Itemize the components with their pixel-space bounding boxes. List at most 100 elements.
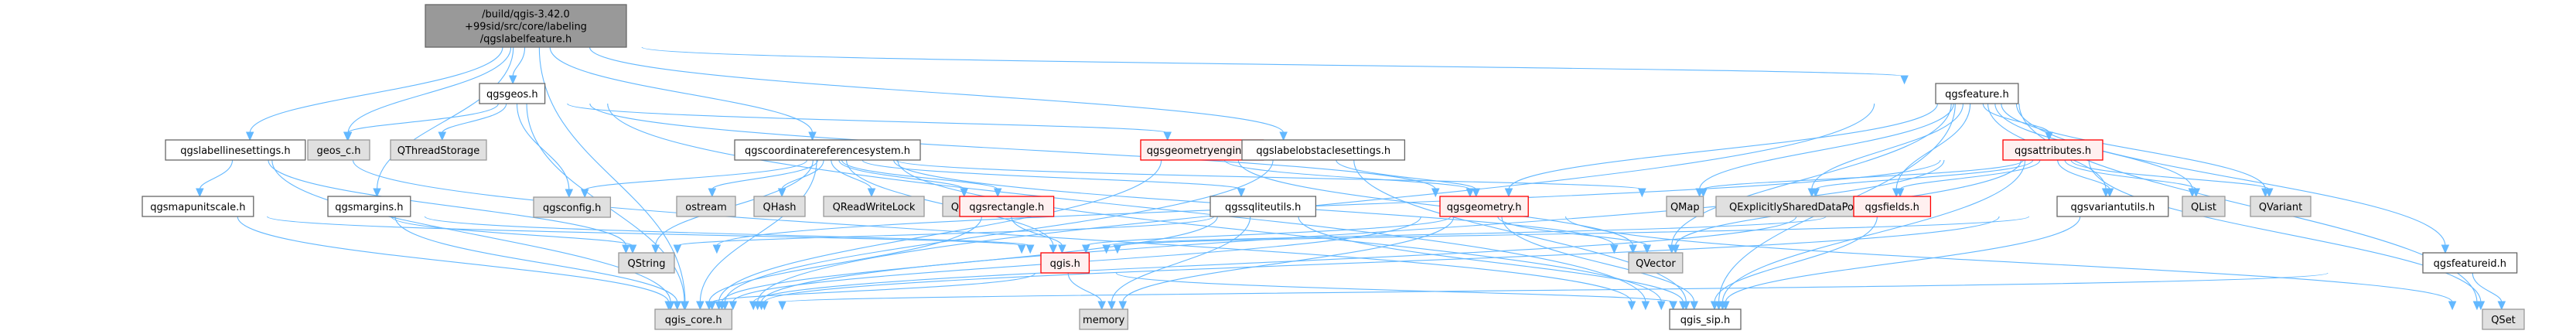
node-box xyxy=(1935,83,2019,104)
arrowhead-icon xyxy=(1504,188,1513,198)
node-label: /build/qgis-3.42.0 xyxy=(482,9,570,21)
edge-qgsfields-to-qgis xyxy=(1106,216,1827,247)
node-box xyxy=(533,196,612,218)
node-box xyxy=(2002,139,2103,161)
node-label: qgsgeometry.h xyxy=(1447,202,1522,213)
node-label: qgsrectangle.h xyxy=(969,202,1044,213)
graph-node-qgsfeatureid[interactable]: qgsfeatureid.h xyxy=(2422,252,2518,274)
arrowhead-icon xyxy=(708,188,717,198)
edge-qgsfeature-to-qmap xyxy=(1699,103,1954,190)
edge-root-to-qgsmargins xyxy=(376,46,514,190)
node-label: qgsvariantutils.h xyxy=(2070,202,2155,213)
arrowhead-icon xyxy=(1163,131,1172,141)
graph-node-qhash: QHash xyxy=(753,196,806,217)
node-box xyxy=(1210,196,1317,217)
edge-qgsfeature-to-qgsfeatureid xyxy=(2015,103,2446,247)
arrowhead-icon xyxy=(1237,188,1246,198)
graph-node-qgis_sip[interactable]: qgis_sip.h xyxy=(1669,308,1742,330)
arrowhead-icon xyxy=(760,301,769,311)
edge-qgsgeos-to-qgsgeometryengine xyxy=(567,103,1169,134)
arrowhead-icon xyxy=(960,188,968,198)
graph-node-geos_c: geos_c.h xyxy=(307,139,370,161)
graph-node-qgsmargins[interactable]: qgsmargins.h xyxy=(327,196,411,217)
arrowhead-icon xyxy=(1472,188,1480,198)
arrowhead-icon xyxy=(622,244,630,254)
node-label: qgsfeatureid.h xyxy=(2434,258,2506,270)
graph-node-root[interactable]: /build/qgis-3.42.0+99sid/src/core/labeli… xyxy=(425,4,627,48)
graph-node-qgis[interactable]: qgis.h xyxy=(1040,252,1090,274)
graph-node-qgslabelobstaclesettings[interactable]: qgslabelobstaclesettings.h xyxy=(1241,139,1406,161)
node-box xyxy=(1853,196,1932,217)
edge-qgscrs-to-qgsconfig xyxy=(584,159,808,191)
arrowhead-icon xyxy=(651,244,660,254)
edge-qgsfeature-to-qesdp xyxy=(1811,103,1964,190)
arrowhead-icon xyxy=(1279,131,1288,141)
edge-qgsrectangle-to-qgis xyxy=(1011,216,1063,247)
graph-node-qgsvariantutils[interactable]: qgsvariantutils.h xyxy=(2056,196,2169,217)
graph-node-qgslabellinesettings[interactable]: qgslabellinesettings.h xyxy=(165,139,306,161)
node-label: ostream xyxy=(685,202,727,213)
node-box xyxy=(425,4,627,48)
node-label: QList xyxy=(2191,202,2216,213)
node-box xyxy=(676,196,736,217)
edge-root-to-qgslabellinesettings xyxy=(249,46,503,134)
arrowhead-icon xyxy=(1118,301,1128,311)
edge-qgsattributes-to-qesdp xyxy=(1815,159,2034,190)
arrowhead-icon xyxy=(1102,244,1111,254)
arrowhead-icon xyxy=(1671,244,1680,254)
node-box xyxy=(753,196,806,217)
arrowhead-icon xyxy=(778,301,786,311)
node-box xyxy=(2056,196,2169,217)
node-label: QVariant xyxy=(2259,202,2302,213)
edge-qgsgeos-to-qthreadstorage xyxy=(442,103,507,134)
graph-node-qgsattributes[interactable]: qgsattributes.h xyxy=(2002,139,2103,161)
graph-node-qgsmapunitscale[interactable]: qgsmapunitscale.h xyxy=(142,196,254,217)
node-box xyxy=(2482,308,2525,330)
arrowhead-icon xyxy=(749,301,758,311)
arrowhead-icon xyxy=(673,244,682,254)
edge-qgssqliteutils-to-qgis_core xyxy=(721,216,1218,303)
graph-node-qgsconfig: qgsconfig.h xyxy=(533,196,612,218)
node-box xyxy=(823,196,925,217)
graph-node-qgssqliteutils[interactable]: qgssqliteutils.h xyxy=(1210,196,1317,217)
edge-qgslabellinesettings-to-qgis_sip xyxy=(352,159,1633,303)
arrowhead-icon xyxy=(1641,301,1650,311)
edge-qgsgeometryengine-to-qgsgeometry xyxy=(1223,159,1471,190)
edge-root-to-qgscrs xyxy=(549,46,814,134)
node-label: qgsfeature.h xyxy=(1945,89,2009,101)
arrowhead-icon xyxy=(867,188,876,198)
graph-node-qgsfields[interactable]: qgsfields.h xyxy=(1853,196,1932,217)
node-label: qgsgeometryengine.h xyxy=(1147,145,1257,157)
node-box xyxy=(2250,196,2312,217)
edge-qgsfeature-to-qgsgeometry xyxy=(1508,103,1938,190)
node-box xyxy=(142,196,254,217)
graph-node-qgsgeos[interactable]: qgsgeos.h xyxy=(479,83,546,104)
arrowhead-icon xyxy=(664,301,673,311)
node-label: QReadWriteLock xyxy=(833,202,916,213)
graph-node-qgsgeometry[interactable]: qgsgeometry.h xyxy=(1439,196,1529,217)
arrowhead-icon xyxy=(1025,244,1035,254)
graph-node-qgsrectangle[interactable]: qgsrectangle.h xyxy=(959,196,1055,217)
graph-node-qvariant: QVariant xyxy=(2250,196,2312,217)
node-label: QExplicitlySharedDataPointer xyxy=(1729,202,1878,213)
arrowhead-icon xyxy=(696,301,705,311)
arrowhead-icon xyxy=(680,301,689,311)
edge-qgscrs-to-qobject xyxy=(838,159,965,190)
node-label: +99sid/src/core/labeling xyxy=(465,22,587,33)
graph-node-qgsfeature[interactable]: qgsfeature.h xyxy=(1935,83,2019,104)
arrowhead-icon xyxy=(993,188,1002,198)
edge-qgsfeature-to-qvariant xyxy=(2001,103,2266,190)
node-label: qgis.h xyxy=(1050,258,1080,270)
arrowhead-icon xyxy=(580,189,589,199)
node-label: QHash xyxy=(763,202,797,213)
node-box xyxy=(1628,252,1684,274)
node-label: qgsconfig.h xyxy=(543,203,601,214)
node-label: qgssqliteutils.h xyxy=(1225,202,1301,213)
edge-qgsgeos-to-qgsgeometry xyxy=(589,103,1436,190)
edge-qgsmargins-to-qgis_core xyxy=(394,216,678,303)
node-box xyxy=(307,139,370,161)
arrowhead-icon xyxy=(1721,301,1730,311)
graph-node-qgscrs[interactable]: qgscoordinatereferencesystem.h xyxy=(734,139,921,161)
edge-qgsattributes-to-qvariant xyxy=(2070,159,2270,190)
edge-qgsattributes-to-qgis_sip xyxy=(1721,159,2026,303)
